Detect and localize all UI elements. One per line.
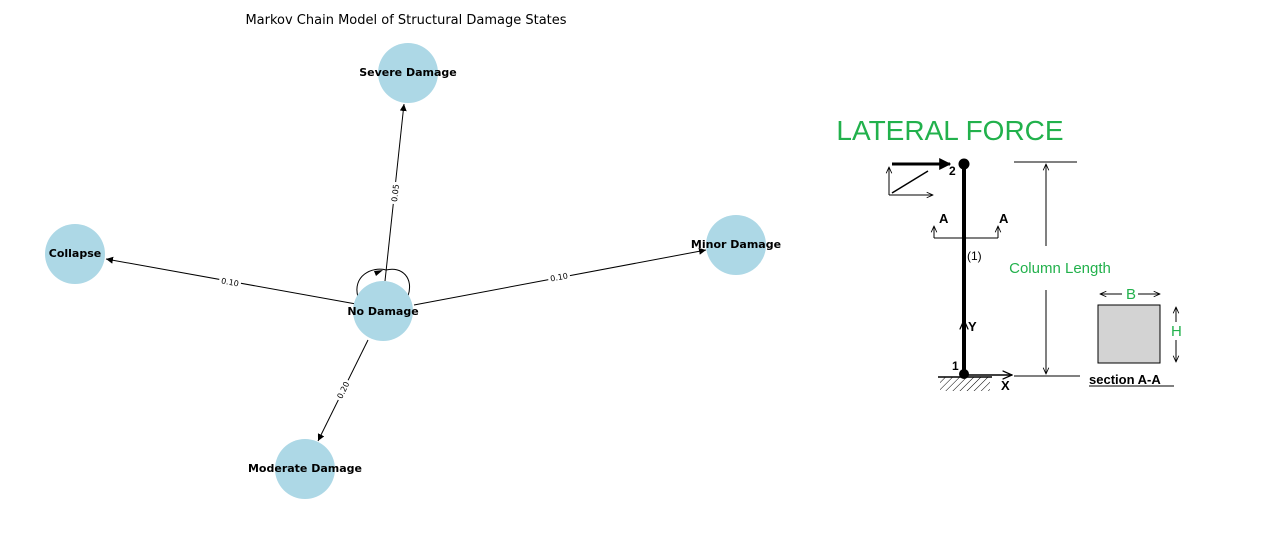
edge-label-moderate: 0.20 (336, 380, 352, 400)
section-mark-right: A (999, 211, 1009, 226)
cross-section: B H section A-A (1089, 286, 1182, 387)
local-axes-icon (889, 167, 933, 195)
edge-label-severe: 0.05 (390, 184, 401, 203)
node-no-damage: No Damage (347, 281, 419, 341)
node-label-minor: Minor Damage (691, 238, 781, 251)
top-node-dot (958, 158, 970, 170)
node-severe-damage: Severe Damage (359, 43, 457, 103)
column-length-label: Column Length (1009, 260, 1111, 277)
node-circle (706, 215, 766, 275)
markov-edges (105, 103, 707, 442)
section-width-label: B (1126, 286, 1136, 303)
section-rectangle (1097, 304, 1161, 364)
node-collapse: Collapse (45, 224, 105, 284)
markov-title: Markov Chain Model of Structural Damage … (245, 13, 566, 28)
node-circle (275, 439, 335, 499)
node-moderate-damage: Moderate Damage (248, 439, 362, 499)
self-loop-arrowhead (374, 270, 383, 276)
node-circle (45, 224, 105, 284)
edge-label-collapse: 0.10 (220, 277, 239, 289)
node-label-none: No Damage (347, 305, 418, 318)
y-axis-label: Y (968, 319, 977, 334)
section-height-label: H (1171, 323, 1182, 340)
lateral-force-title: LATERAL FORCE (836, 115, 1063, 146)
length-dimension (1014, 161, 1080, 377)
node-label-collapse: Collapse (49, 247, 101, 260)
node-label-moderate: Moderate Damage (248, 462, 362, 475)
section-caption: section A-A (1089, 372, 1161, 387)
edge-no-self-loop (356, 268, 410, 298)
node-circle (353, 281, 413, 341)
x-axis-label: X (1001, 378, 1010, 393)
node-circle (378, 43, 438, 103)
section-cut-marks: A A (934, 211, 1009, 239)
section-mark-left: A (939, 211, 949, 226)
member-label: (1) (967, 249, 982, 263)
fixed-support (938, 369, 992, 391)
column-diagram: LATERAL FORCE 2 A A (1) Y (836, 115, 1181, 393)
edge-label-minor: 0.10 (550, 272, 569, 284)
node-label-bottom: 1 (952, 359, 959, 373)
node-label-severe: Severe Damage (359, 66, 457, 79)
node-label-top: 2 (949, 164, 956, 178)
markov-chain-diagram: Markov Chain Model of Structural Damage … (45, 13, 781, 499)
node-minor-damage: Minor Damage (691, 215, 781, 275)
